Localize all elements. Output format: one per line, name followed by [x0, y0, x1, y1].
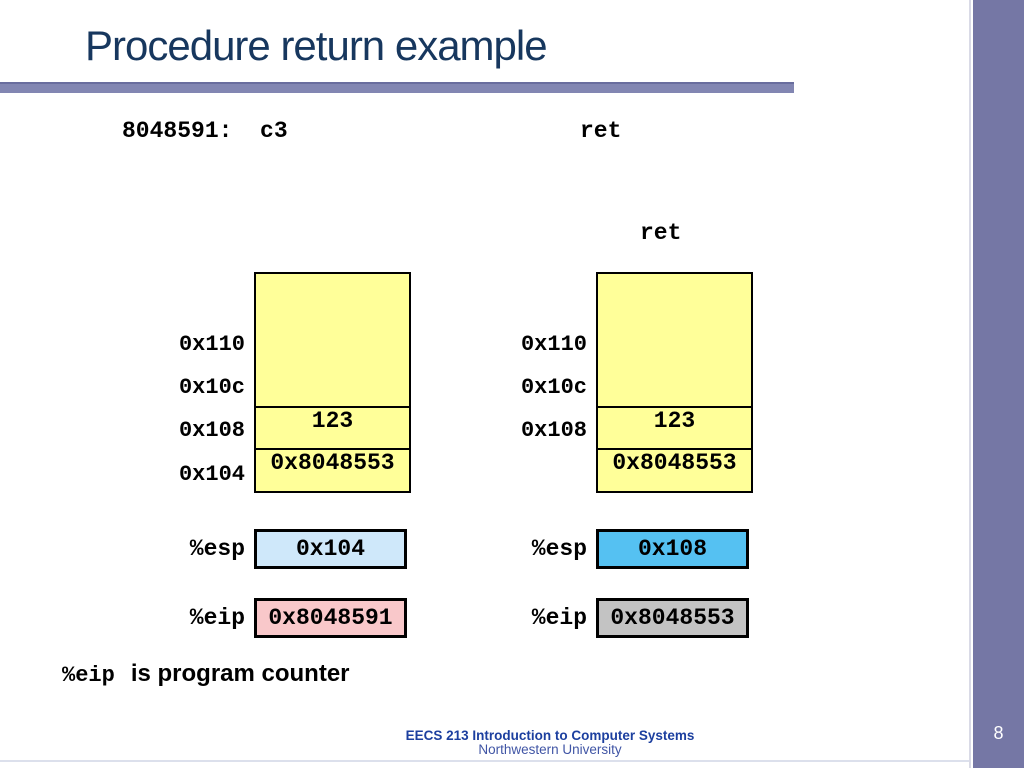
address-label: 0x10c: [520, 375, 587, 400]
stack-before: 123 0x8048553: [254, 272, 411, 493]
stack-cell-empty: [598, 274, 751, 408]
address-label: 0x110: [520, 332, 587, 357]
stack-cell: 123: [256, 408, 409, 450]
stack-cell: 123: [598, 408, 751, 450]
stack-cell-empty: [256, 274, 409, 408]
ret-instruction-label: ret: [640, 220, 682, 246]
address-label: 0x10c: [178, 375, 245, 400]
footer: EECS 213 Introduction to Computer System…: [350, 728, 750, 757]
code-mnemonic: ret: [580, 118, 622, 144]
address-label: 0x108: [520, 418, 587, 443]
address-label: 0x108: [178, 418, 245, 443]
title-underline-bar: [0, 82, 794, 93]
stack-cell: 0x8048553: [270, 450, 395, 476]
note-text: is program counter: [130, 660, 350, 687]
sidebar: 8: [973, 0, 1024, 768]
address-label: 0x110: [178, 332, 245, 357]
register-box-eip: 0x8048553: [596, 598, 749, 638]
stack-cell: 0x8048553: [612, 450, 737, 476]
stack-after: 123 0x8048553: [596, 272, 753, 493]
register-label-eip: %eip: [189, 605, 245, 631]
register-label-esp: %esp: [189, 536, 245, 562]
register-box-esp: 0x104: [254, 529, 407, 569]
register-box-esp: 0x108: [596, 529, 749, 569]
address-label: 0x104: [178, 462, 245, 487]
register-box-eip: 0x8048591: [254, 598, 407, 638]
note-line: %eip is program counter: [62, 660, 350, 688]
page-number: 8: [993, 723, 1004, 743]
register-label-eip: %eip: [531, 605, 587, 631]
sidebar-divider: [969, 0, 971, 768]
footer-university: Northwestern University: [478, 742, 622, 757]
code-address-bytes: 8048591: c3: [122, 118, 288, 144]
page-title: Procedure return example: [85, 22, 548, 69]
register-label-esp: %esp: [531, 536, 587, 562]
note-register: %eip: [62, 663, 115, 688]
footer-course: EECS 213 Introduction to Computer System…: [405, 728, 695, 743]
bottom-divider: [0, 760, 969, 762]
